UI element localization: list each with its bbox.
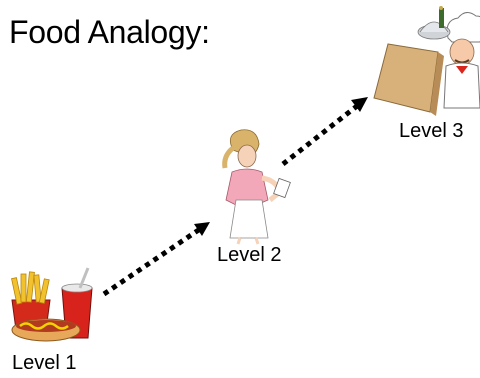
chef-icon [373,6,480,116]
level-3-label: Level 3 [399,120,464,142]
arrow-level1-to-level2 [102,222,210,297]
level-1-label: Level 1 [12,352,77,374]
arrow-level2-to-level3 [281,97,368,166]
waitress-icon [222,129,291,245]
level-2-label: Level 2 [217,244,282,266]
page-title: Food Analogy: [9,14,210,50]
fast-food-icon [11,267,93,342]
